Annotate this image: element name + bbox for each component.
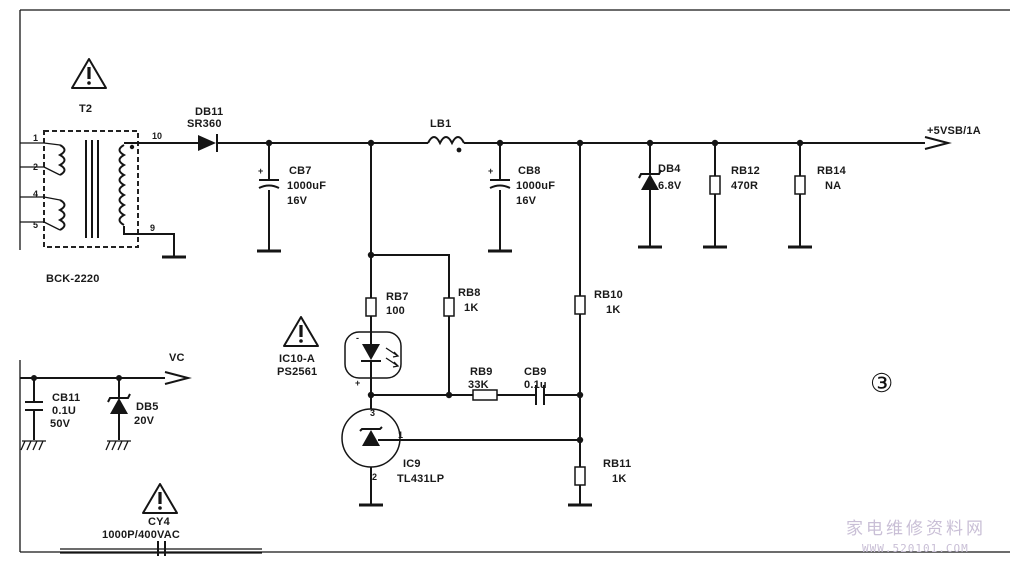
cb8-voltage: 16V (516, 195, 537, 207)
rb9-name: RB9 (470, 366, 493, 378)
pin-label: 10 (152, 131, 162, 141)
warning-triangle-icon (283, 316, 319, 347)
optocoupler-ic10: - + IC10-A PS2561 (277, 316, 402, 395)
pin-label: 2 (33, 162, 38, 172)
rb14-value: NA (825, 180, 841, 192)
svg-text:-: - (356, 333, 359, 343)
db4-value: 6.8V (658, 180, 682, 192)
feedback-wire (370, 143, 450, 298)
pin-label: 5 (33, 220, 38, 230)
pin-label: 4 (33, 189, 38, 199)
cb11-capacitance: 0.1U (52, 405, 76, 417)
cy4-value: 1000P/400VAC (102, 529, 180, 541)
figure-number: ③ (870, 369, 893, 399)
primary-winding-top (57, 144, 66, 176)
capacitor-cb7: + CB7 1000uF 16V (257, 143, 326, 253)
db5-value: 20V (134, 415, 155, 427)
rb11-value: 1K (612, 473, 626, 485)
t2-part-number: BCK-2220 (46, 273, 100, 285)
resistor-rb8: RB8 1K (443, 287, 481, 395)
watermark-url: WWW.520101.COM (862, 542, 969, 555)
capacitor-cb9: CB9 0.1u (524, 366, 547, 405)
svg-text:+: + (258, 166, 263, 176)
secondary-winding (118, 144, 127, 226)
rb7-name: RB7 (386, 291, 409, 303)
lb1-label: LB1 (430, 118, 451, 130)
pin-label: 2 (372, 472, 377, 482)
rb10-name: RB10 (594, 289, 623, 301)
ic10-part: PS2561 (277, 366, 317, 378)
rb9-value: 33K (468, 379, 489, 391)
resistor-rb7: RB7 100 (365, 255, 409, 332)
ic9-name: IC9 (403, 458, 421, 470)
db11-name: DB11 (195, 106, 223, 118)
primary-winding-bottom (57, 199, 66, 231)
svg-text:+: + (355, 378, 360, 388)
rb7-value: 100 (386, 305, 405, 317)
ic9-part: TL431LP (397, 473, 444, 485)
frame (19, 9, 1010, 553)
cb7-capacitance: 1000uF (287, 180, 326, 192)
rb11-name: RB11 (603, 458, 631, 470)
rb10-value: 1K (606, 304, 620, 316)
cb11-voltage: 50V (50, 418, 71, 430)
warning-triangle-icon (142, 483, 178, 514)
capacitor-cb8: + CB8 1000uF 16V (488, 143, 555, 253)
cb11-name: CB11 (52, 392, 80, 404)
zener-db4: DB4 6.8V (638, 143, 682, 249)
t2-label: T2 (79, 103, 92, 115)
resistor-rb9: RB9 33K (468, 366, 498, 401)
ic10-name: IC10-A (279, 353, 315, 365)
pin-label: 1 (398, 430, 403, 440)
pin-label: 1 (33, 133, 38, 143)
db11-value: SR360 (187, 118, 222, 130)
pin-label: 9 (150, 223, 155, 233)
ground-symbol (20, 440, 46, 451)
transformer-t2: T2 1 2 4 5 10 9 BCK-2220 (20, 58, 186, 285)
pin-label: 3 (370, 408, 375, 418)
resistor-rb10: RB10 1K (574, 143, 623, 476)
cy4-name: CY4 (148, 516, 171, 528)
rb12-value: 470R (731, 180, 758, 192)
rb8-value: 1K (464, 302, 478, 314)
cb7-voltage: 16V (287, 195, 308, 207)
vc-label: VC (169, 352, 185, 364)
transformer-box (43, 130, 139, 248)
cb9-value: 0.1u (524, 379, 547, 391)
cb8-capacitance: 1000uF (516, 180, 555, 192)
rb14-name: RB14 (817, 165, 847, 177)
shunt-regulator-ic9: 3 1 2 IC9 TL431LP (341, 395, 580, 507)
inductor-lb1: LB1 (427, 118, 465, 153)
output-arrow: +5VSB/1A (924, 125, 981, 150)
diode-db11: DB11 SR360 (187, 106, 223, 152)
cb7-name: CB7 (289, 165, 312, 177)
rb8-name: RB8 (458, 287, 481, 299)
db5-name: DB5 (136, 401, 159, 413)
capacitor-cy4: CY4 1000P/400VAC (60, 483, 262, 556)
cb8-name: CB8 (518, 165, 541, 177)
cb9-name: CB9 (524, 366, 547, 378)
output-label: +5VSB/1A (927, 125, 981, 137)
svg-text:+: + (488, 166, 493, 176)
rb12-name: RB12 (731, 165, 760, 177)
vc-section: VC CB11 0.1U 50V DB5 20V (20, 352, 192, 451)
db4-name: DB4 (658, 163, 681, 175)
primary-leads (20, 142, 61, 231)
resistor-rb11: RB11 1K (568, 458, 631, 507)
ground-symbol (105, 440, 131, 451)
watermark-text: 家电维修资料网 (846, 519, 986, 539)
resistor-rb14: RB14 NA (788, 143, 847, 249)
warning-triangle-icon (71, 58, 107, 89)
resistor-rb12: RB12 470R (703, 143, 760, 249)
